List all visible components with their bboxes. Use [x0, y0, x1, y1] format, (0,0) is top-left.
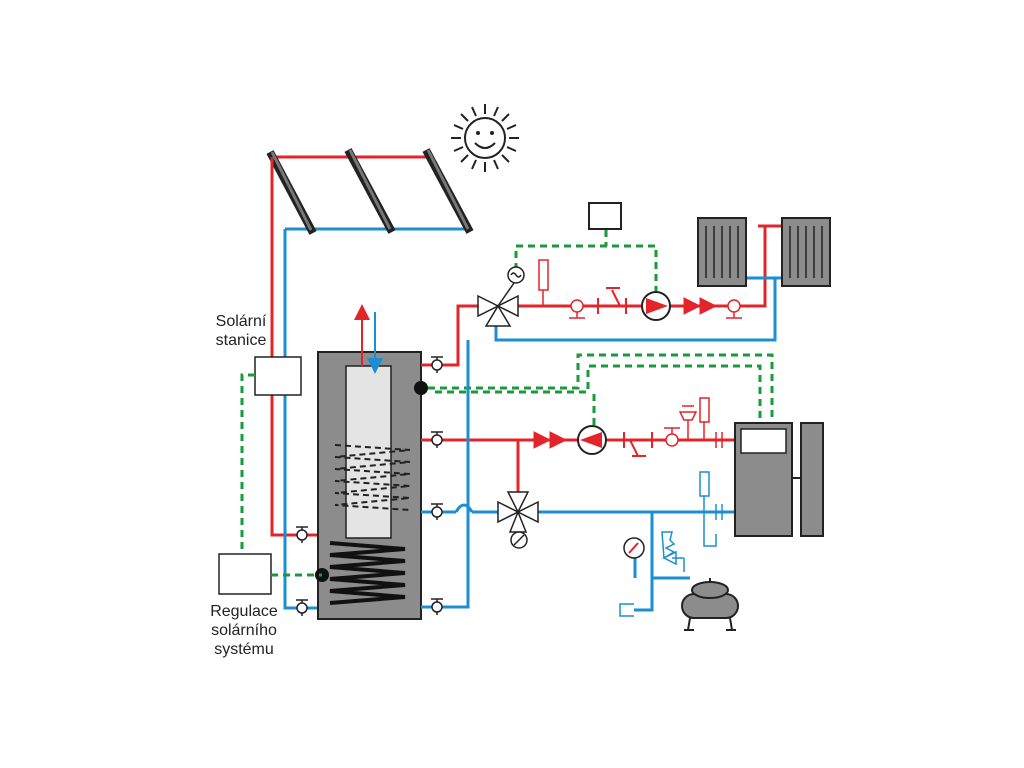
boiler	[734, 422, 824, 537]
boiler-pump	[577, 425, 607, 455]
fittings-return	[699, 471, 723, 547]
safety-valve	[661, 531, 685, 572]
solar-regulation-label-line-3: systému	[214, 641, 274, 658]
check-valve-boiler	[533, 431, 568, 449]
solar-regulation-label: Regulace solárního systému	[194, 602, 294, 659]
valve-boiler	[664, 427, 680, 447]
valve-heating-1	[569, 299, 585, 319]
mixing-valve-boiler	[497, 491, 539, 549]
check-valve-heating	[683, 297, 718, 315]
radiators	[697, 217, 831, 287]
pressure-gauge	[623, 537, 645, 578]
solar-regulation-label-line-2: solárního	[211, 622, 277, 639]
solar-collectors	[266, 148, 474, 235]
strainer-heating	[597, 287, 627, 314]
strainer-boiler	[623, 432, 653, 457]
expansion-vessel	[681, 578, 739, 631]
solar-regulation-box	[218, 553, 272, 595]
mixing-valve-heating	[477, 266, 525, 327]
solar-station-box	[254, 356, 302, 396]
signal-wires	[240, 230, 774, 577]
storage-tank	[315, 304, 428, 620]
safety-group-boiler	[678, 397, 723, 448]
sun-icon	[451, 104, 519, 172]
heating-pump	[641, 291, 671, 321]
solar-regulation-label-line-1: Regulace	[210, 603, 278, 620]
thermometer-heating	[538, 259, 549, 306]
room-controller-box	[588, 202, 622, 230]
solar-station-label: Solární stanice	[206, 312, 276, 350]
drain-valve	[619, 603, 634, 617]
solar-station-label-line-1: Solární	[215, 313, 267, 330]
heat-exchanger-coil-upper	[334, 444, 411, 511]
valve-heating-2	[726, 299, 742, 319]
heat-exchanger-coil-lower	[329, 541, 406, 605]
solar-station-label-line-2: stanice	[215, 332, 267, 349]
